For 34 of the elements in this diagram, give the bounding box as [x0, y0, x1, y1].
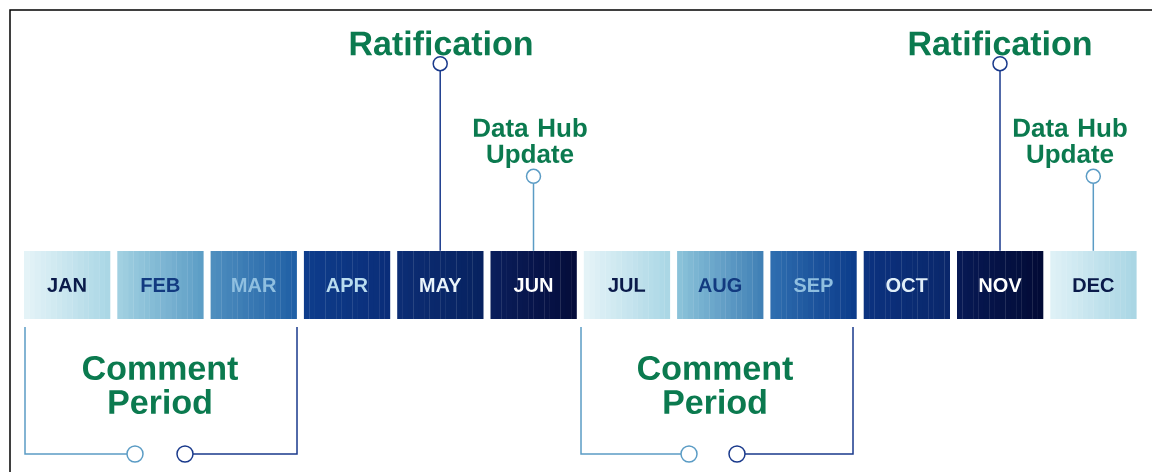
leader-line: [432, 55, 448, 252]
node-label: DEC: [1073, 277, 1114, 293]
node-label: OCT: [886, 277, 928, 293]
milestone-label: Ratification: [909, 30, 1091, 56]
month-box: NOV: [957, 251, 1044, 319]
month-box: MAY: [397, 251, 484, 319]
month-box: JAN: [24, 251, 111, 319]
node-label: FEB: [141, 278, 180, 292]
node-label: JUL: [608, 278, 646, 292]
month-box: SEP: [770, 251, 857, 319]
month-box: APR: [303, 251, 391, 319]
milestone-label: Comment Period: [83, 355, 238, 415]
month-box: FEB: [117, 251, 204, 319]
leader-line: [992, 55, 1008, 252]
milestone-label: Comment Period: [638, 355, 793, 415]
leader-line: [525, 168, 542, 252]
node-label: APR: [326, 278, 368, 292]
month-box: OCT: [863, 251, 950, 319]
node-label: AUG: [698, 277, 742, 293]
node-label: JUN: [513, 278, 553, 292]
month-box: MAR: [210, 251, 297, 319]
month-box: JUN: [490, 251, 577, 319]
node-label: NOV: [979, 277, 1022, 293]
leader-line: [1085, 168, 1102, 252]
milestone-label: Ratification: [350, 30, 532, 56]
node-label: MAR: [232, 278, 276, 292]
month-box: JUL: [583, 251, 671, 319]
month-box: DEC: [1050, 251, 1137, 319]
milestone-label: Data Hub Update: [473, 117, 587, 169]
node-label: SEP: [793, 277, 833, 293]
node-label: MAY: [420, 278, 462, 292]
milestone-label: Data Hub Update: [1013, 117, 1127, 169]
month-box: AUG: [677, 251, 764, 319]
node-label: JAN: [47, 278, 86, 292]
